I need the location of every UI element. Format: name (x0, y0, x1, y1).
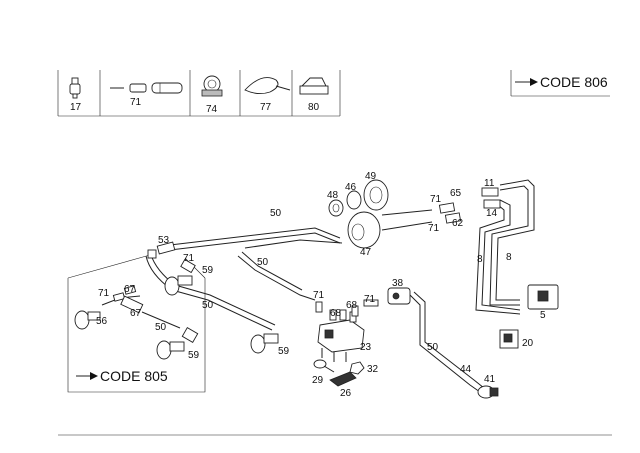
part-29-screw (313, 359, 335, 373)
legend-label-80: 80 (308, 102, 320, 113)
part-71-connector-icon (110, 82, 183, 94)
callout-50: 50 (202, 300, 214, 311)
callout-71: 71 (364, 294, 376, 305)
callout-50: 50 (155, 322, 167, 333)
callout-68: 68 (330, 308, 342, 319)
part-32-nut (349, 361, 365, 375)
callout-53: 53 (158, 235, 170, 246)
callout-65: 65 (450, 188, 462, 199)
callout-62: 62 (452, 218, 464, 229)
callout-26: 26 (340, 388, 352, 399)
legend-label-17: 17 (70, 102, 82, 113)
arrow-head-icon (530, 78, 538, 86)
callout-11: 11 (484, 178, 495, 189)
small-parts-legend: 17 71 74 77 80 (57, 70, 341, 117)
legend-label-71: 71 (130, 97, 142, 108)
callout-23: 23 (360, 342, 372, 353)
callout-71: 71 (313, 290, 325, 301)
callout-49: 49 (365, 171, 377, 182)
legend-label-74: 74 (206, 104, 218, 115)
callout-71: 71 (430, 194, 442, 205)
callout-14: 14 (486, 208, 498, 219)
callout-5: 5 (540, 310, 546, 321)
part-53-connector (147, 241, 176, 259)
arrow-head-icon (90, 372, 98, 380)
inset-leader (67, 254, 151, 279)
callout-32: 32 (367, 364, 379, 375)
callout-20: 20 (522, 338, 534, 349)
connectors-right (438, 187, 501, 224)
callout-8: 8 (477, 254, 483, 265)
callout-71: 71 (98, 288, 110, 299)
callout-29: 29 (312, 375, 324, 386)
callout-41: 41 (484, 374, 496, 385)
callout-59: 59 (278, 346, 290, 357)
callout-38: 38 (392, 278, 404, 289)
code-806-label: CODE 806 (540, 74, 608, 90)
inset-frame (67, 278, 206, 393)
legend-label-77: 77 (260, 102, 272, 113)
part-23-valve-block (317, 309, 365, 362)
callout-50: 50 (427, 342, 439, 353)
code-806-reference: CODE 806 (510, 70, 610, 97)
part-59-fittings (164, 258, 279, 354)
callout-44: 44 (460, 364, 472, 375)
part-26-bracket (329, 371, 357, 387)
callout-67: 67 (130, 308, 142, 319)
part-41-check-valve (477, 385, 499, 399)
callout-47: 47 (360, 247, 372, 258)
small-connectors (315, 299, 379, 317)
callout-labels: 49 48 46 50 47 71 65 11 71 62 14 8 8 5 2… (96, 171, 546, 399)
callout-71: 71 (428, 223, 440, 234)
callout-48: 48 (327, 190, 339, 201)
callout-56: 56 (96, 316, 108, 327)
code-805-inset: CODE 805 (67, 254, 206, 393)
callout-46: 46 (345, 182, 357, 193)
part-80-holder-icon (299, 77, 329, 95)
callout-59: 59 (202, 265, 214, 276)
vacuum-pump-assembly (328, 179, 389, 249)
code-805-label: CODE 805 (100, 368, 168, 384)
callout-8: 8 (506, 252, 512, 263)
callout-67: 67 (124, 284, 136, 295)
callout-50: 50 (270, 208, 282, 219)
part-5-valve (527, 284, 559, 310)
part-38-distributor (387, 287, 411, 305)
part-17-plug-icon (69, 77, 81, 99)
part-74-clamp-icon (201, 75, 223, 97)
part-77-cable-tie-icon (244, 77, 291, 95)
part-20-valve (499, 329, 519, 349)
callout-59: 59 (188, 350, 200, 361)
callout-68: 68 (346, 300, 358, 311)
callout-50: 50 (257, 257, 269, 268)
callout-71: 71 (183, 253, 195, 264)
